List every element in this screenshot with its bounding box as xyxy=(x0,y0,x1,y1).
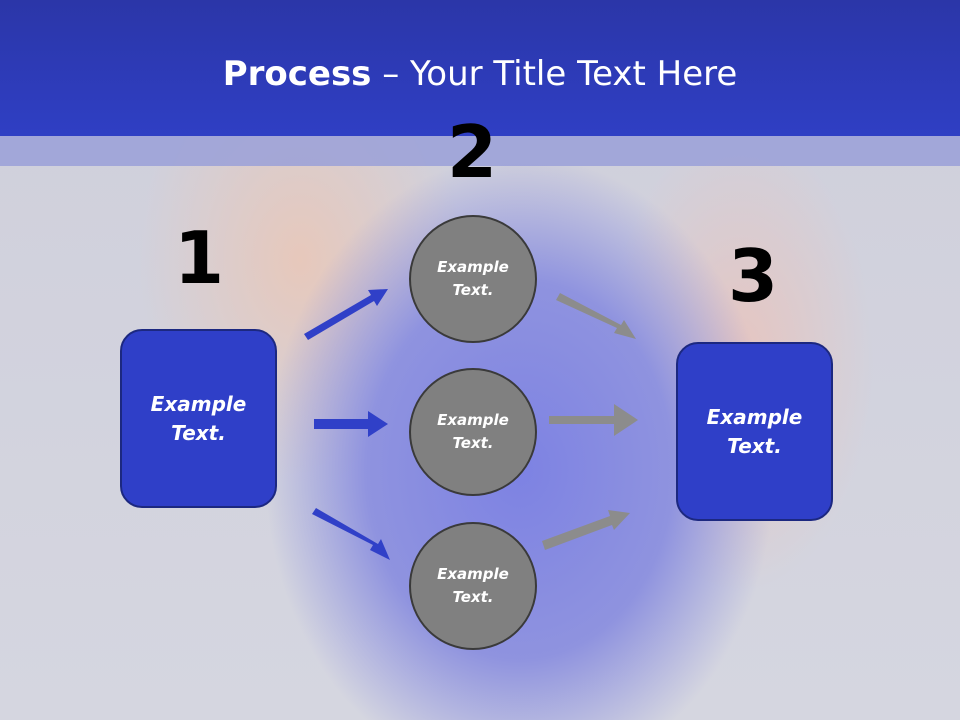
title-bar xyxy=(0,0,960,136)
arrow-right-down-icon xyxy=(312,508,390,560)
circle-middle-line2: Text. xyxy=(452,434,494,452)
right-box-line1: Example xyxy=(706,404,803,429)
step-number-2: 2 xyxy=(446,110,498,194)
page-title: Process – Your Title Text Here xyxy=(0,52,960,96)
left-box-line2: Text. xyxy=(171,420,226,445)
circle-bottom-line2: Text. xyxy=(452,588,494,606)
title-bold: Process xyxy=(222,54,372,94)
circle-bottom-line1: Example xyxy=(437,565,509,583)
right-box-line2: Text. xyxy=(727,433,782,458)
left-box-line1: Example xyxy=(150,391,247,416)
arrow-gray-right-icon xyxy=(549,404,638,436)
step-number-1: 1 xyxy=(173,216,225,300)
circle-middle-line1: Example xyxy=(437,411,509,429)
circle-top-line1: Example xyxy=(437,258,509,276)
arrow-right-up-icon xyxy=(304,289,388,340)
arrow-gray-down-icon xyxy=(556,293,636,339)
title-rest: – Your Title Text Here xyxy=(371,54,738,94)
title-bar-strip xyxy=(0,136,960,166)
arrow-gray-up-icon xyxy=(542,510,630,550)
arrow-right-icon xyxy=(314,411,388,437)
step-number-3: 3 xyxy=(727,234,779,318)
circle-top-line2: Text. xyxy=(452,281,494,299)
